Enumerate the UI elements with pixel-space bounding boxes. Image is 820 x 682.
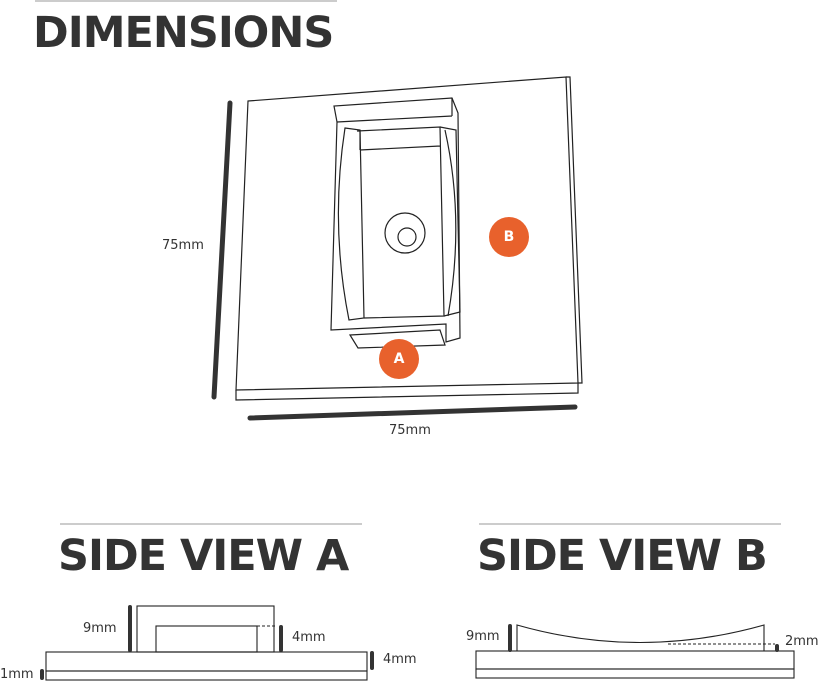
badge-a: A	[379, 339, 419, 379]
height-dim-line	[211, 100, 233, 400]
screw-outer	[384, 212, 426, 254]
side-b-9mm: 9mm	[466, 629, 500, 644]
side-a-inner-4mm: 4mm	[292, 630, 326, 645]
side-view-b-title: SIDE VIEW B	[477, 531, 768, 581]
side-b-rule	[479, 523, 781, 525]
side-b-base	[475, 650, 795, 670]
dimensions-title: DIMENSIONS	[33, 8, 334, 58]
width-label: 75mm	[389, 423, 431, 438]
side-a-rule	[60, 523, 362, 525]
title-rule	[35, 0, 337, 2]
plate-edge	[235, 383, 579, 401]
side-a-base	[45, 651, 368, 672]
side-b-clip	[516, 624, 765, 651]
side-a-clip	[136, 605, 275, 653]
side-a-base-4mm: 4mm	[383, 652, 417, 667]
side-view-a-title: SIDE VIEW A	[58, 531, 349, 581]
clip-outer	[330, 97, 461, 343]
side-b-2mm: 2mm	[785, 634, 819, 649]
width-dim-line	[247, 404, 578, 421]
badge-b: B	[489, 217, 529, 257]
side-a-1mm: 1mm	[0, 667, 34, 682]
side-a-9mm: 9mm	[83, 621, 117, 636]
side-a-inner	[155, 625, 258, 653]
height-label: 75mm	[162, 238, 204, 253]
